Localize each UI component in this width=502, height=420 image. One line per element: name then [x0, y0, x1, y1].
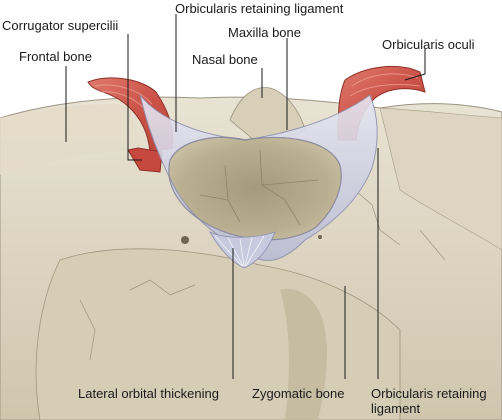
frontal-bone	[0, 104, 140, 175]
label-corrugator-supercilii: Corrugator supercilii	[2, 18, 119, 33]
label-nasal-bone: Nasal bone	[192, 52, 258, 67]
label-lateral-orbital-thickening: Lateral orbital thickening	[78, 386, 219, 401]
label-orbicularis-retaining-ligament-top: Orbicularis retaining ligament	[175, 1, 344, 16]
nasal-maxilla-bridge	[229, 87, 306, 146]
label-maxilla-bone: Maxilla bone	[228, 25, 301, 40]
label-frontal-bone: Frontal bone	[19, 49, 92, 64]
label-orbicularis-oculi: Orbicularis oculi	[382, 37, 475, 52]
lateral-temple	[379, 107, 502, 251]
foramen-dot	[318, 235, 322, 239]
corrugator-supercilii	[127, 147, 163, 173]
lateral-orbital-thickening	[209, 231, 276, 269]
orbicularis-retaining-ligament	[139, 94, 378, 261]
zygomatic-arch-shadow	[280, 289, 328, 420]
foramen-dot	[181, 236, 189, 244]
orbit-sutures	[199, 149, 319, 226]
skull-sutures	[79, 189, 446, 361]
leader-corrugator	[127, 34, 142, 161]
leader-lines	[65, 14, 426, 379]
leader-orbicularis-oculi	[404, 49, 426, 81]
label-orbicularis-retaining-ligament-bottom: Orbicularis retaining ligament	[371, 386, 487, 416]
thickening-fibers	[214, 235, 265, 267]
label-zygomatic-bone: Zygomatic bone	[252, 386, 345, 401]
muscle-striations	[94, 73, 421, 117]
